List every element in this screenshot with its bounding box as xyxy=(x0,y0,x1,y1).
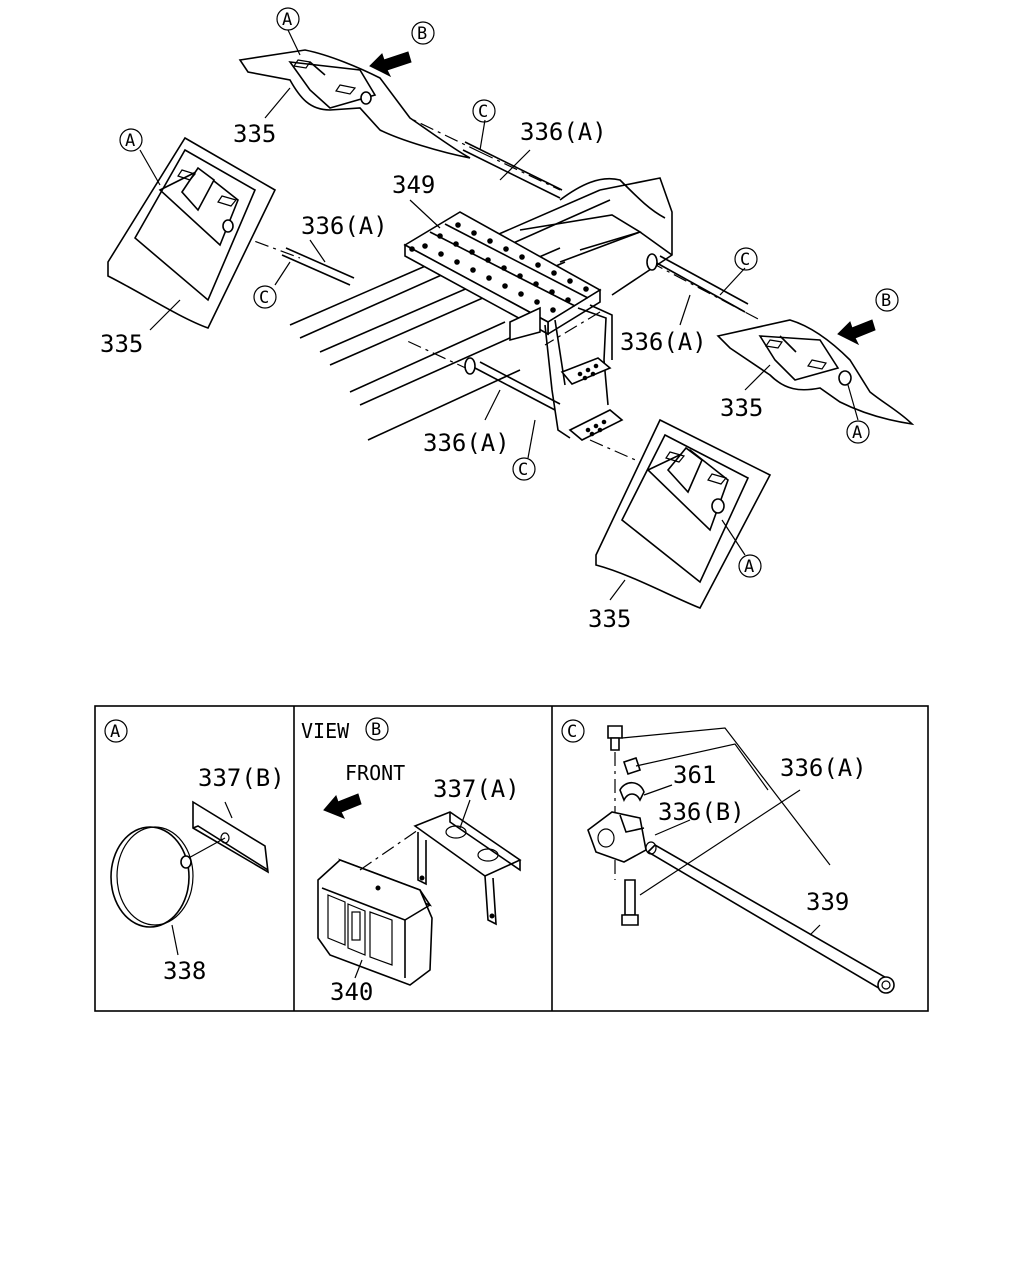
label-335-right: 335 xyxy=(720,394,763,422)
leader-337a xyxy=(459,799,471,829)
label-335-top: 335 xyxy=(233,120,276,148)
arrow-b-top xyxy=(369,51,412,78)
label-336a-left: 336(A) xyxy=(301,212,388,240)
mudflap-left xyxy=(107,136,277,329)
detail-panels-frame xyxy=(94,705,929,1012)
marker-a-3: A xyxy=(846,420,870,444)
tail-lamp xyxy=(317,858,433,986)
label-336a-right: 336(A) xyxy=(620,328,707,356)
step-holes xyxy=(409,222,589,313)
marker-b-2: B xyxy=(875,288,899,312)
leader-lines xyxy=(139,29,859,601)
label-336a-detail: 336(A) xyxy=(780,754,867,782)
label-336a-top: 336(A) xyxy=(520,118,607,146)
label-336b: 336(B) xyxy=(658,798,745,826)
lamp-bracket xyxy=(413,811,522,926)
label-336a-bottom: 336(A) xyxy=(423,429,510,457)
svg-text:A: A xyxy=(110,722,120,742)
marker-c-2: C xyxy=(253,285,277,309)
svg-text:A: A xyxy=(852,423,862,443)
marker-a-1: A xyxy=(276,7,300,31)
marker-c-4: C xyxy=(512,457,536,481)
svg-text:B: B xyxy=(881,291,891,311)
marker-c-3: C xyxy=(734,247,758,271)
marker-a-2: A xyxy=(119,128,143,152)
rods xyxy=(281,141,749,411)
panel-a-header: A xyxy=(104,719,128,743)
label-340: 340 xyxy=(330,978,373,1006)
label-337a: 337(A) xyxy=(433,775,520,803)
panel-b-header: VIEW B xyxy=(301,717,389,743)
label-339: 339 xyxy=(806,888,849,916)
svg-text:B: B xyxy=(371,720,381,740)
svg-text:C: C xyxy=(518,460,528,480)
svg-text:C: C xyxy=(567,722,577,742)
step-ladder xyxy=(403,211,624,441)
label-361: 361 xyxy=(673,761,716,789)
lamp-centerline xyxy=(359,829,419,871)
arrow-b-right xyxy=(837,319,876,346)
svg-text:A: A xyxy=(282,10,292,30)
panel-c-leaders xyxy=(621,727,831,936)
mudflap-top-left xyxy=(238,49,471,159)
marker-c-1: C xyxy=(472,99,496,123)
frame-rails xyxy=(289,177,673,441)
svg-text:A: A xyxy=(125,131,135,151)
label-349: 349 xyxy=(392,171,435,199)
label-338: 338 xyxy=(163,957,206,985)
svg-text:A: A xyxy=(744,557,754,577)
label-front: FRONT xyxy=(345,761,405,785)
leader-340 xyxy=(354,959,363,979)
svg-text:B: B xyxy=(417,24,427,44)
reflector xyxy=(110,800,269,956)
label-335-bottom: 335 xyxy=(588,605,631,633)
svg-text:VIEW: VIEW xyxy=(301,719,350,743)
svg-text:C: C xyxy=(478,102,488,122)
label-335-left: 335 xyxy=(100,330,143,358)
arrow-front xyxy=(323,793,362,819)
panel-c-header: C xyxy=(561,719,585,743)
label-337b: 337(B) xyxy=(198,764,285,792)
svg-text:C: C xyxy=(740,250,750,270)
rod-clamp-assembly xyxy=(587,725,895,994)
mudflap-right xyxy=(716,319,915,426)
marker-b-1: B xyxy=(411,21,435,45)
mudflap-bottom xyxy=(595,418,772,610)
svg-text:C: C xyxy=(259,288,269,308)
marker-a-4: A xyxy=(738,554,762,578)
